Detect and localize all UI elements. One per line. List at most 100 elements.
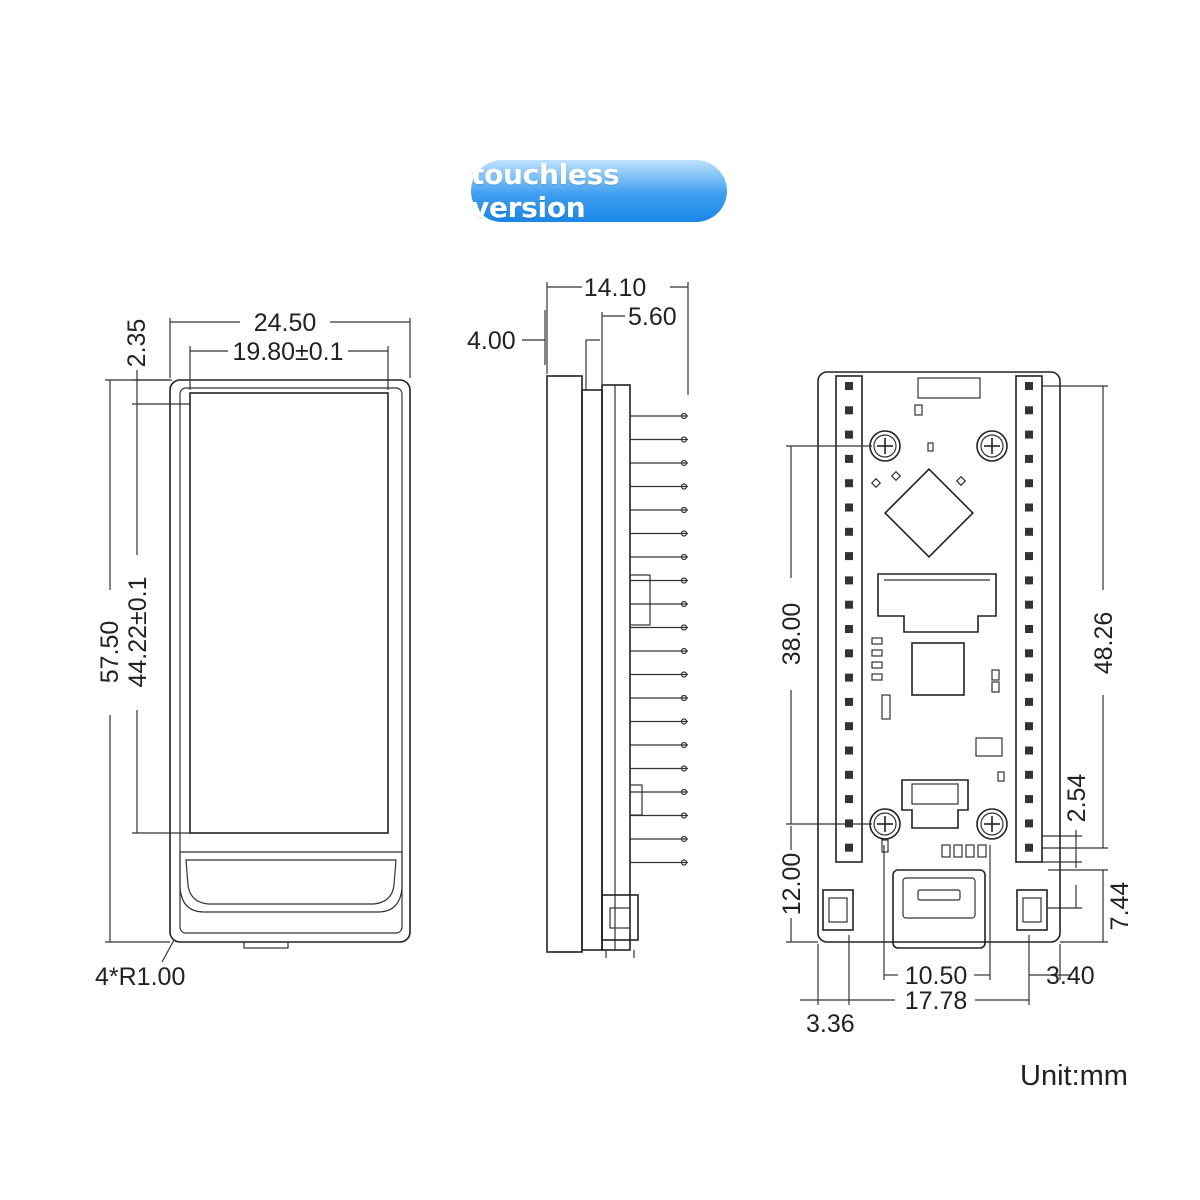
- pin-pad: [1025, 527, 1033, 536]
- header-pin-tip: [680, 718, 688, 725]
- bottom-offset-label: 12.00: [778, 853, 806, 916]
- pin-pad: [1025, 625, 1033, 633]
- right-offset-label: 3.40: [1046, 962, 1095, 990]
- pin-depth-label: 5.60: [628, 303, 677, 331]
- pin-pad: [845, 625, 853, 633]
- pin-pad: [1025, 454, 1033, 463]
- pin-pad: [845, 406, 853, 415]
- pin-pad: [1025, 795, 1033, 804]
- header-pin-tip: [680, 412, 688, 420]
- front-outline: [169, 379, 411, 943]
- side-board: [581, 389, 603, 951]
- header-pin-tip: [680, 671, 688, 678]
- header-pin-tip: [680, 694, 688, 702]
- secondary-chip: [911, 642, 965, 696]
- height-inner-label: 44.22±0.1: [124, 576, 152, 687]
- pin-pad: [1025, 382, 1033, 390]
- pin-row-length-label: 48.26: [1090, 612, 1118, 675]
- pin-pad: [1025, 552, 1033, 561]
- top-connector: [917, 377, 981, 399]
- front-connector: [243, 941, 289, 949]
- lower-bezel-inner: [185, 859, 397, 905]
- header-pin-tip: [680, 835, 688, 843]
- mounting-hole-bottom-right: [976, 808, 1008, 840]
- usb-width-label: 10.50: [905, 962, 968, 990]
- boot-button: [822, 889, 854, 931]
- header-pin-tip: [680, 788, 688, 796]
- pin-pad: [1025, 649, 1033, 658]
- width-inner-label: 19.80±0.1: [232, 338, 343, 366]
- pin-pad: [1025, 819, 1033, 828]
- corner-radius-label: 4*R1.00: [95, 963, 185, 991]
- hole-spacing-label: 38.00: [778, 603, 806, 666]
- total-depth-label: 14.10: [584, 274, 647, 302]
- pin-pad: [845, 649, 853, 658]
- front-bezel: [179, 387, 403, 934]
- header-pin-tip: [680, 812, 688, 819]
- mounting-hole-top-left: [869, 430, 901, 462]
- right-pin-row: [1015, 375, 1043, 863]
- pin-pad: [1025, 697, 1033, 706]
- lower-bezel: [179, 851, 403, 913]
- header-pin-tip: [680, 577, 688, 584]
- pin-pad: [845, 552, 853, 561]
- mounting-hole-bottom-left: [869, 808, 901, 840]
- pin-pad: [845, 673, 853, 682]
- rf-shield: [877, 573, 997, 633]
- front-view: 24.50 19.80±0.1 2.35 57.50 44.22±0.1 4*R…: [95, 309, 411, 991]
- header-pin-tip: [680, 436, 688, 443]
- pin-pad: [845, 843, 853, 852]
- side-panel: [546, 375, 583, 953]
- pin-pad: [845, 454, 853, 463]
- pin-pad: [845, 795, 853, 804]
- pin-pad: [845, 722, 853, 731]
- version-label: touchless version: [471, 158, 620, 224]
- header-pin-tip: [680, 765, 688, 772]
- panel-depth-label: 4.00: [467, 327, 516, 355]
- screen-area: [189, 392, 389, 834]
- version-badge: touchless version: [471, 158, 727, 224]
- pin-pad: [1025, 843, 1033, 852]
- top-offset-label: 2.35: [123, 319, 151, 368]
- pin-pad: [1025, 600, 1033, 609]
- pin-pad: [1025, 722, 1033, 731]
- pin-pad: [1025, 746, 1033, 755]
- battery-connector: [901, 779, 969, 829]
- pin-pad: [845, 430, 853, 439]
- height-outer-label: 57.50: [96, 621, 124, 684]
- pin-pad: [1025, 479, 1033, 488]
- left-offset-label: 3.36: [806, 1010, 855, 1038]
- pin-pad: [845, 503, 853, 512]
- header-pin-tip: [680, 859, 688, 866]
- width-outer-label: 24.50: [254, 309, 317, 337]
- header-pin-tip: [680, 647, 688, 655]
- pin-pad: [845, 479, 853, 488]
- header-pins: [630, 412, 688, 866]
- unit-label: Unit:mm: [1020, 1060, 1128, 1092]
- pin-spacing-label: 17.78: [905, 987, 968, 1015]
- header-pin-tip: [680, 624, 688, 631]
- pin-pad: [1025, 430, 1033, 439]
- pin-pad: [845, 382, 853, 390]
- header-pin-tip: [680, 600, 688, 608]
- pin-pads: [845, 382, 1033, 852]
- header-pin-tip: [680, 553, 688, 561]
- usb-c-port: [892, 869, 986, 949]
- header-pin-tip: [680, 459, 688, 467]
- back-view: 38.00 12.00 48.26 2.54 7.44 10.50: [778, 371, 1134, 1038]
- pin-pad: [845, 576, 853, 585]
- reset-button: [1016, 889, 1048, 931]
- side-view: 14.10 5.60 4.00: [467, 274, 689, 958]
- pcb-outline: [817, 371, 1061, 943]
- pin-pad: [1025, 406, 1033, 415]
- pin-pad: [845, 600, 853, 609]
- pin-pad: [1025, 576, 1033, 585]
- pin-pad: [1025, 503, 1033, 512]
- pin-pad: [845, 770, 853, 779]
- pin-pitch-label: 2.54: [1063, 774, 1091, 823]
- header-pin-tip: [680, 530, 688, 537]
- mounting-hole-top-right: [976, 430, 1008, 462]
- side-header: [601, 384, 631, 951]
- pin-pad: [845, 697, 853, 706]
